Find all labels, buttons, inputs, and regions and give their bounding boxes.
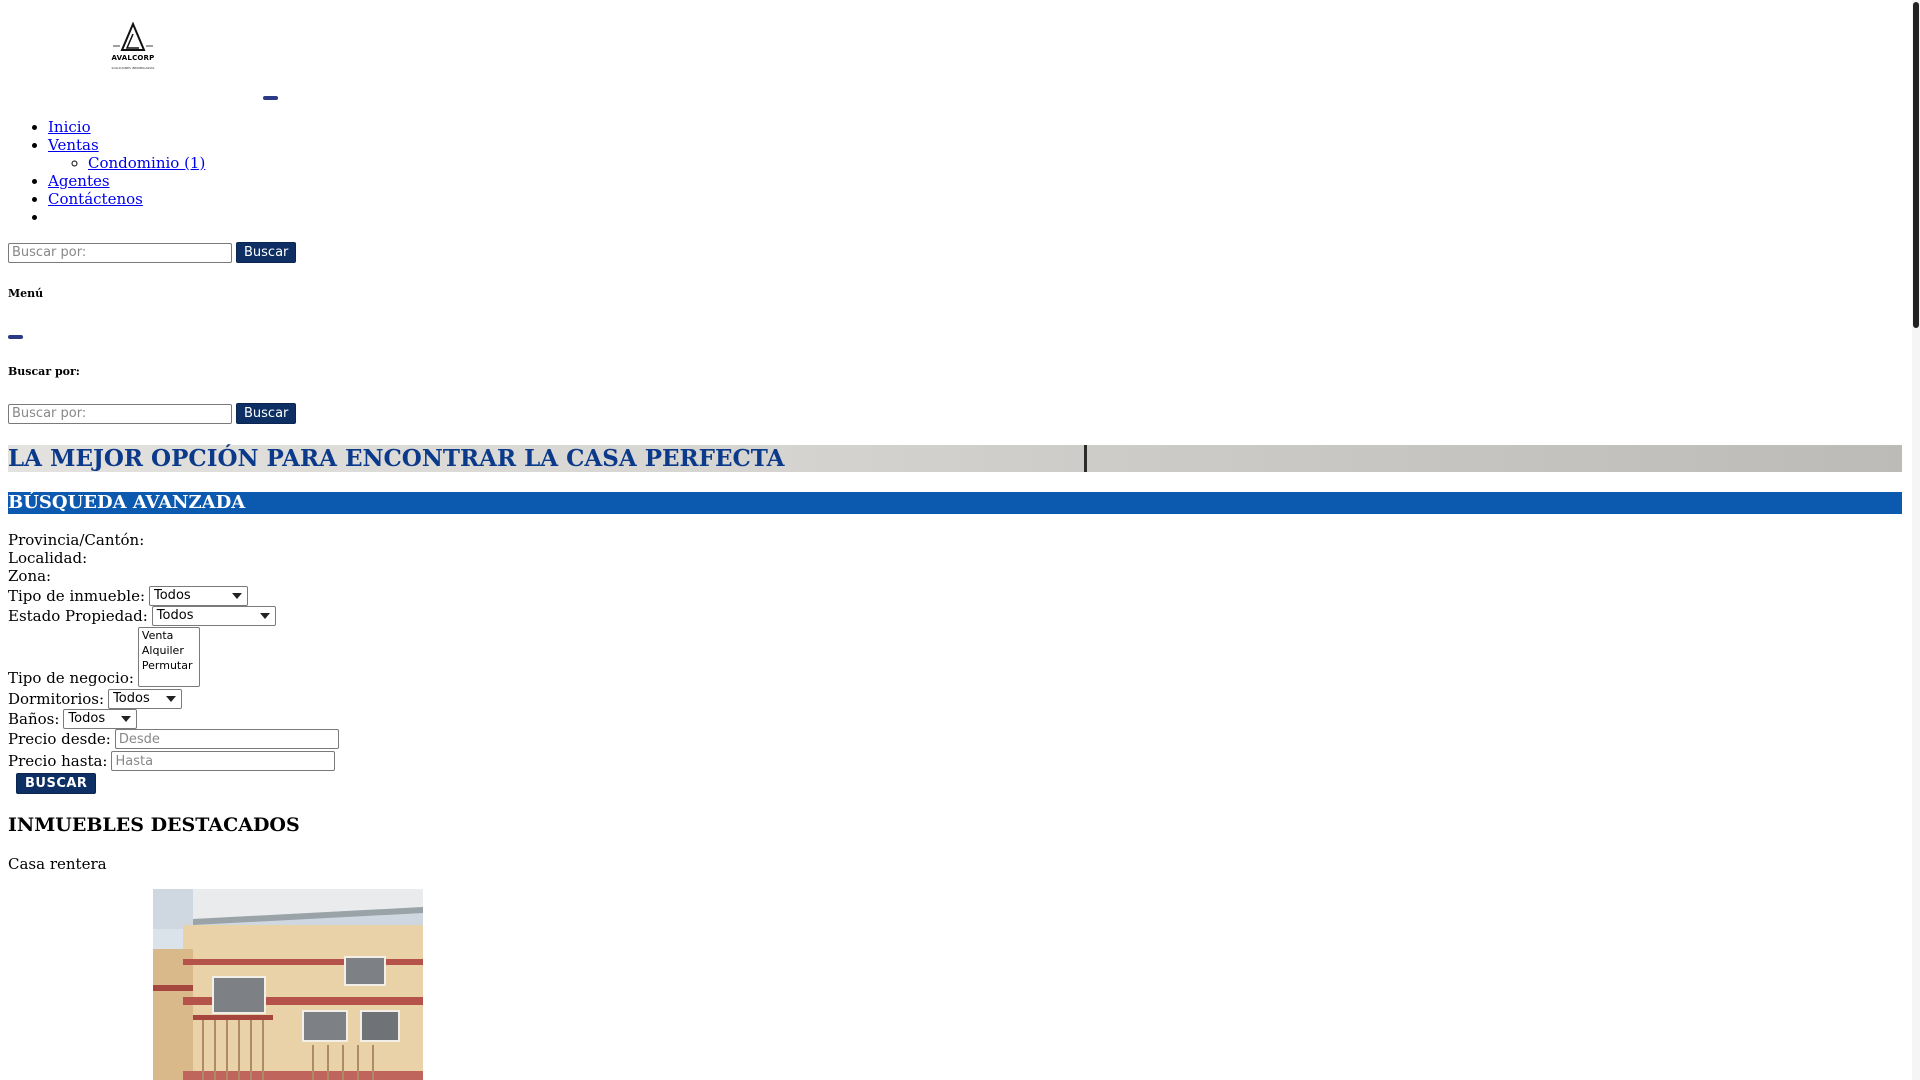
business-type-option[interactable]: Venta — [141, 629, 174, 642]
nav-item-inicio: Inicio — [48, 118, 205, 136]
logo-text: AVALCORP — [111, 54, 155, 62]
offcanvas-search-button[interactable]: Buscar — [236, 403, 297, 424]
bathrooms-label: Baños: — [8, 710, 60, 728]
nav-link-inicio[interactable]: Inicio — [48, 118, 91, 136]
business-type-option[interactable]: Permutar — [141, 659, 193, 672]
search-button[interactable]: Buscar — [236, 242, 297, 263]
logo-triangle-icon — [113, 21, 153, 51]
header-search: Buscar — [8, 242, 297, 263]
advanced-search-title: BÚSQUEDA AVANZADA — [8, 492, 1902, 514]
featured-title: INMUEBLES DESTACADOS — [8, 814, 300, 836]
bedrooms-value: Todos — [113, 691, 150, 706]
menu-toggle-button[interactable] — [263, 96, 278, 100]
nav-link-agentes[interactable]: Agentes — [48, 172, 110, 190]
price-from-input[interactable] — [114, 729, 339, 749]
chevron-down-icon — [232, 593, 242, 599]
featured-item-title[interactable]: Casa rentera — [8, 855, 107, 873]
hero-banner: LA MEJOR OPCIÓN PARA ENCONTRAR LA CASA P… — [8, 445, 1902, 472]
price-to-input[interactable] — [111, 751, 336, 771]
property-type-label: Tipo de inmueble: — [8, 587, 145, 605]
bathrooms-select[interactable]: Todos — [63, 709, 138, 729]
price-to-label: Precio hasta: — [8, 752, 108, 770]
bedrooms-select[interactable]: Todos — [108, 689, 183, 709]
price-from-row: Precio desde: — [8, 729, 339, 749]
status-value: Todos — [156, 608, 194, 623]
bedrooms-label: Dormitorios: — [8, 690, 105, 708]
nav-item-agentes: Agentes — [48, 172, 205, 190]
house-image — [153, 889, 423, 1080]
hero-divider — [1084, 445, 1087, 472]
chevron-down-icon — [121, 716, 132, 722]
nav-link-condominio[interactable]: Condominio (1) — [88, 154, 206, 172]
status-row: Estado Propiedad: Todos — [8, 606, 276, 626]
logo[interactable]: AVALCORP SOLUCIONES INMOBILIARIAS — [108, 21, 158, 78]
price-from-label: Precio desde: — [8, 730, 111, 748]
business-type-row: Tipo de negocio: Venta Alquiler Permutar — [8, 627, 200, 687]
advanced-search-button[interactable]: BUSCAR — [16, 773, 97, 794]
province-row: Provincia/Cantón: — [8, 531, 144, 549]
hero-title: LA MEJOR OPCIÓN PARA ENCONTRAR LA CASA P… — [8, 445, 785, 472]
status-label: Estado Propiedad: — [8, 607, 148, 625]
property-type-value: Todos — [154, 588, 191, 603]
bedrooms-row: Dormitorios: Todos — [8, 689, 183, 709]
locality-label: Localidad: — [8, 549, 88, 567]
locality-row: Localidad: — [8, 549, 87, 567]
bathrooms-row: Baños: Todos — [8, 709, 138, 729]
search-input[interactable] — [8, 242, 232, 263]
business-type-label: Tipo de negocio: — [8, 669, 134, 687]
nav-link-ventas[interactable]: Ventas — [48, 136, 99, 154]
status-select[interactable]: Todos — [151, 606, 276, 626]
zone-label: Zona: — [8, 567, 52, 585]
property-type-row: Tipo de inmueble: Todos — [8, 586, 248, 606]
nav-link-contactenos[interactable]: Contáctenos — [48, 190, 143, 208]
nav-item-ventas: Ventas Condominio (1) — [48, 136, 205, 172]
main-nav: Inicio Ventas Condominio (1) Agentes Con… — [8, 118, 205, 226]
chevron-down-icon — [259, 613, 270, 619]
business-type-listbox[interactable]: Venta Alquiler Permutar — [137, 627, 200, 687]
nav-item-contactenos: Contáctenos — [48, 190, 205, 208]
property-type-select[interactable]: Todos — [149, 586, 248, 606]
chevron-down-icon — [166, 696, 177, 702]
offcanvas-search-input[interactable] — [8, 403, 232, 424]
logo-subtext: SOLUCIONES INMOBILIARIAS — [111, 66, 155, 70]
menu-heading: Menú — [8, 287, 44, 300]
price-to-row: Precio hasta: — [8, 751, 336, 771]
nav-item-empty — [48, 208, 205, 226]
page-scrollbar[interactable] — [1912, 0, 1920, 1080]
zone-row: Zona: — [8, 567, 51, 585]
close-menu-button[interactable] — [8, 335, 23, 339]
province-label: Provincia/Cantón: — [8, 531, 145, 549]
property-photo[interactable] — [153, 889, 423, 1080]
offcanvas-search: Buscar — [8, 403, 297, 424]
search-heading: Buscar por: — [8, 365, 80, 378]
scrollbar-thumb[interactable] — [1913, 2, 1919, 328]
nav-subitem-condominio: Condominio (1) — [88, 154, 205, 172]
bathrooms-value: Todos — [68, 711, 106, 726]
business-type-option[interactable]: Alquiler — [141, 644, 184, 657]
